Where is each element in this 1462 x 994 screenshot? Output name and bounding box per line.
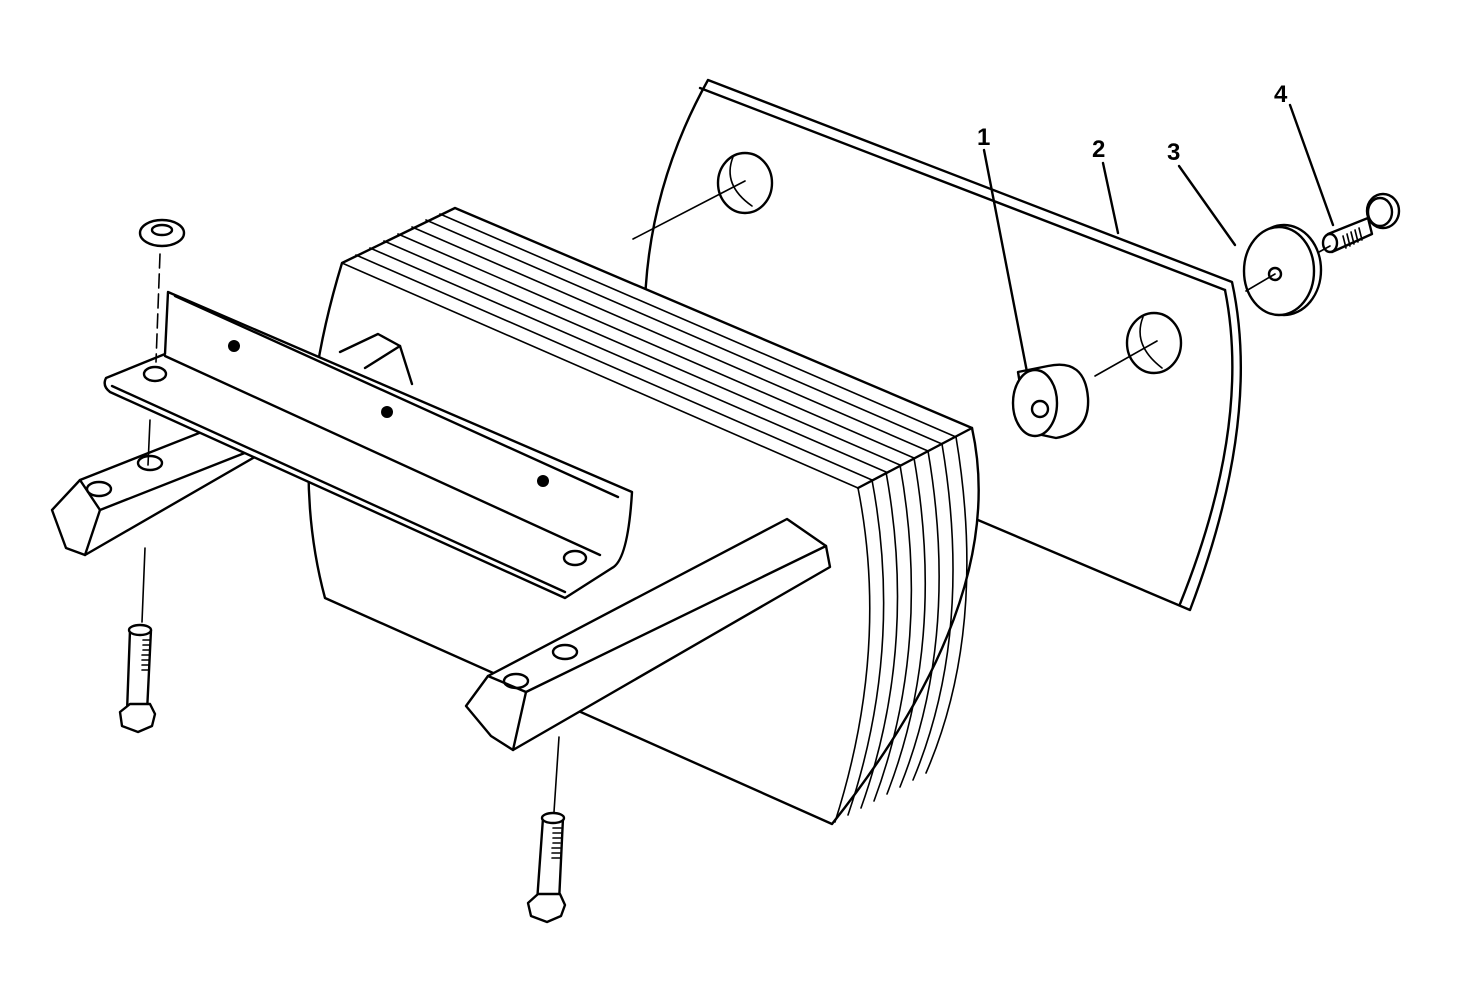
callout-number-4: 4 — [1274, 81, 1288, 108]
callout-1: 1 — [977, 124, 1029, 374]
weight-stack — [307, 206, 980, 826]
callout-number-3: 3 — [1167, 139, 1180, 166]
angle-bracket — [103, 290, 634, 600]
callout-2: 2 — [1092, 136, 1120, 235]
callout-3: 3 — [1167, 139, 1237, 247]
washer — [1242, 223, 1323, 317]
callout-4: 4 — [1274, 81, 1335, 227]
hex-bolt-right — [526, 736, 567, 924]
callout-number-1: 1 — [977, 124, 990, 151]
spacer-bushing — [1011, 363, 1090, 440]
hex-bolt-left — [118, 419, 157, 734]
cover-plate — [632, 78, 1242, 612]
callout-number-2: 2 — [1092, 136, 1105, 163]
screw — [1318, 192, 1401, 254]
hex-bar-right — [464, 517, 832, 752]
flat-washer-left — [138, 218, 186, 363]
